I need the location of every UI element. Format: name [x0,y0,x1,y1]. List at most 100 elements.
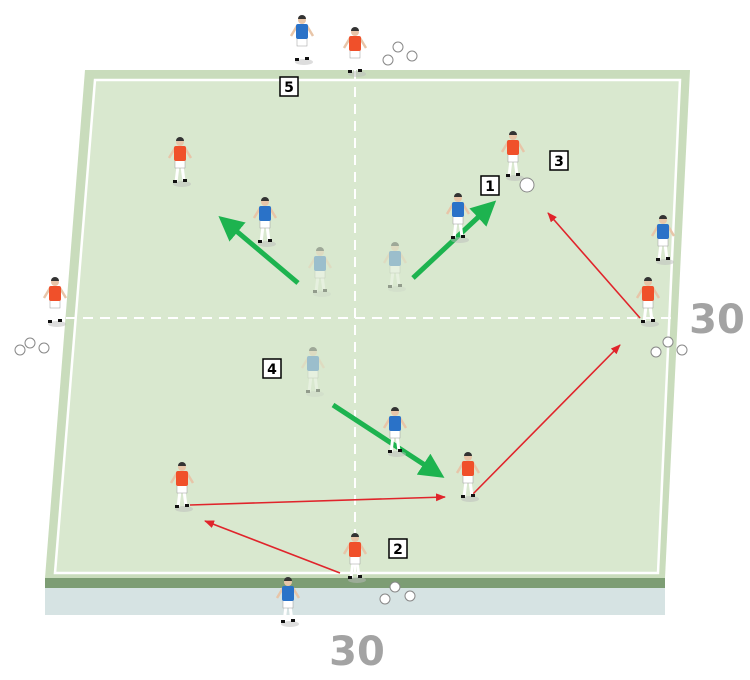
red-player [500,131,526,181]
boot [666,257,670,260]
phase-label-5: 5 [279,76,299,97]
hair [391,242,399,246]
shadow [388,286,406,292]
leg [259,225,265,243]
red-player [342,533,368,583]
leg [296,43,302,61]
leg [355,55,361,72]
shorts [657,237,669,247]
shadow [313,291,331,297]
arrows [189,200,641,574]
blue-player [289,15,315,65]
ball [392,41,404,53]
boot [313,290,317,293]
shorts [49,299,61,309]
height-dimension-label: 30 [689,297,745,343]
ball [519,177,535,193]
blue-player [252,197,278,247]
leg [648,305,654,322]
shadow [348,71,366,77]
leg [657,243,663,261]
shorts [349,49,361,59]
shirt [389,251,401,266]
phase-label-text: 3 [554,154,564,170]
shorts [389,429,401,439]
arm [323,257,333,269]
players [42,15,676,627]
boot [506,174,510,177]
pitch [45,70,690,615]
leg [642,305,648,323]
hair [176,137,184,141]
leg [349,561,355,579]
phase-label-box [549,150,569,171]
boot [388,285,392,288]
boot [641,320,645,323]
shirt [176,471,188,486]
faded-blue-player [382,242,408,292]
shorts [307,369,319,379]
boot [183,179,187,182]
leg [55,305,61,322]
faded-blue-player [307,247,333,297]
shadow [48,321,66,327]
phase-label-box [388,538,408,559]
shorts [642,299,654,309]
hair [454,193,462,197]
shadow [173,181,191,187]
boot [461,495,465,498]
shorts [389,264,401,274]
boot [185,504,189,507]
head [391,243,399,251]
leg [49,305,55,323]
phase-label-box [480,175,500,196]
shadow [175,506,193,512]
shirt [642,286,654,301]
hair [644,277,652,281]
ball [650,346,662,358]
boot [656,258,660,261]
boot [516,173,520,176]
phase-label-box [279,76,299,97]
boot [48,320,52,323]
leg [507,159,513,177]
ball [14,344,26,356]
hair [284,577,292,581]
hair [659,215,667,219]
leg [288,605,294,622]
leg [265,225,271,242]
shorts [174,159,186,169]
boot [173,180,177,183]
hair [298,15,306,19]
boot [461,235,465,238]
hair [261,197,269,201]
shirt [462,461,474,476]
shorts [282,599,294,609]
shorts [314,269,326,279]
leg [282,605,288,623]
leg [458,221,464,238]
red-player [455,452,481,502]
red-player [169,462,195,512]
shadow [281,621,299,627]
player-run-arrow [331,402,445,478]
ball [662,336,674,348]
head [316,248,324,256]
blue-player [275,577,301,627]
hair [51,277,59,281]
hair [391,407,399,411]
leg [389,435,395,453]
balls [14,41,688,605]
leg [302,43,308,60]
boot [291,619,295,622]
pitch-base [45,578,665,588]
blue-player [650,215,676,265]
arm [307,257,317,269]
leg [663,243,669,260]
shirt [307,356,319,371]
shirt [389,416,401,431]
shorts [452,215,464,225]
shadow [461,496,479,502]
shirt [296,24,308,39]
